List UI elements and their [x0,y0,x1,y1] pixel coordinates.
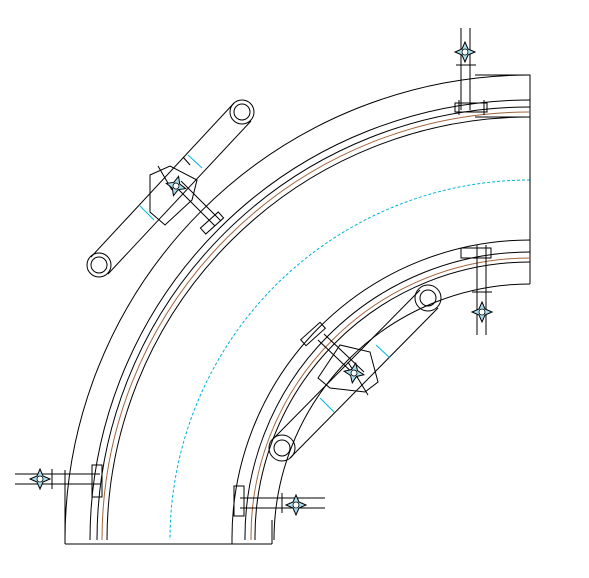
right-inner-knob [471,301,493,323]
inner-support-arm [268,284,442,462]
left-outer-knob [29,468,51,490]
outer-track [64,74,531,545]
bottom-inner-adjuster [233,485,325,517]
centerline-arc [169,179,531,541]
outer-belt-edge [101,111,531,541]
right-inner-adjuster [460,245,492,335]
outer-arm-knob [163,173,189,199]
outer-support-arm [86,99,255,278]
left-outer-adjuster [15,464,103,498]
top-right-knob [454,41,476,63]
top-right-adjuster [454,28,488,115]
